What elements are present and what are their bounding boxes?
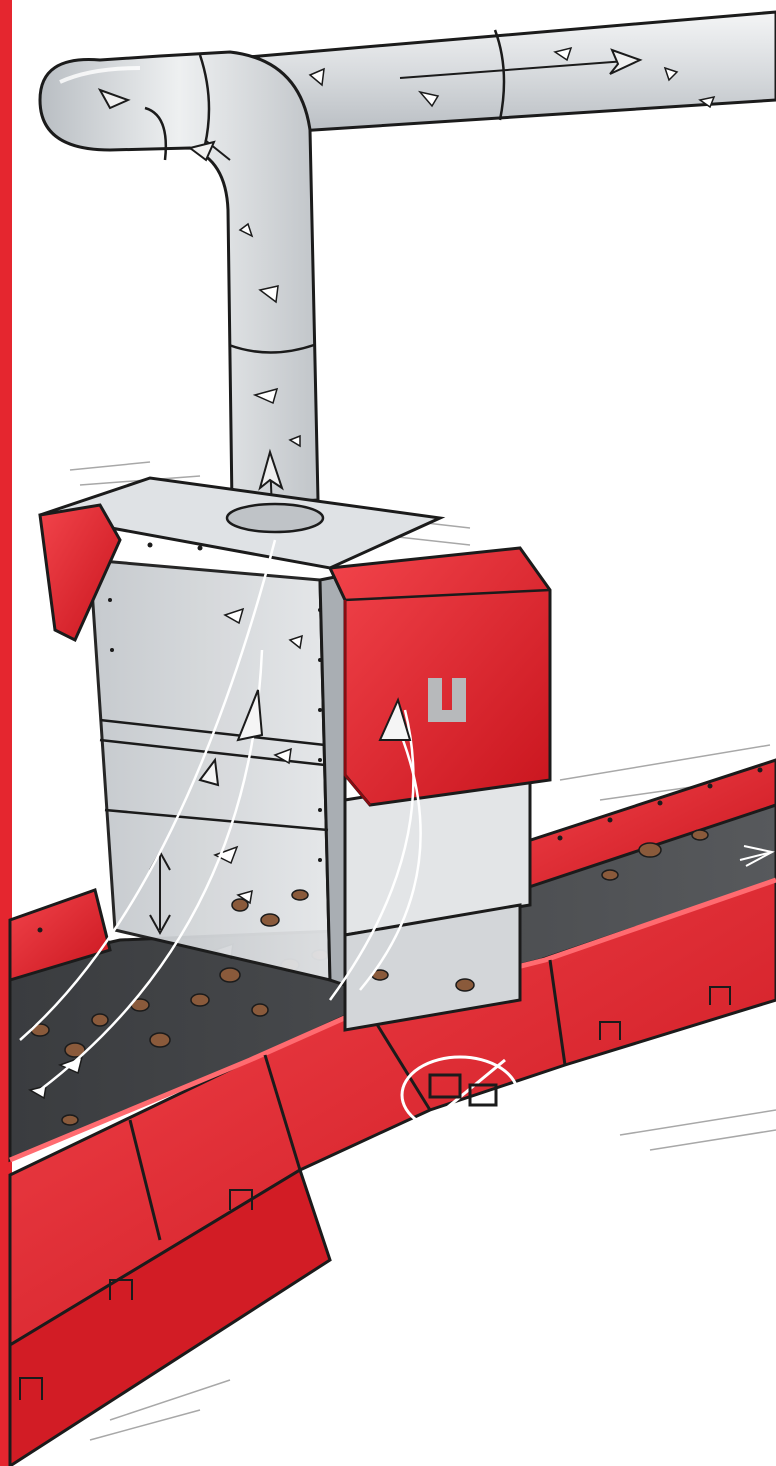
extraction-pipe: [40, 12, 776, 510]
hood-front-panel: [330, 548, 550, 805]
